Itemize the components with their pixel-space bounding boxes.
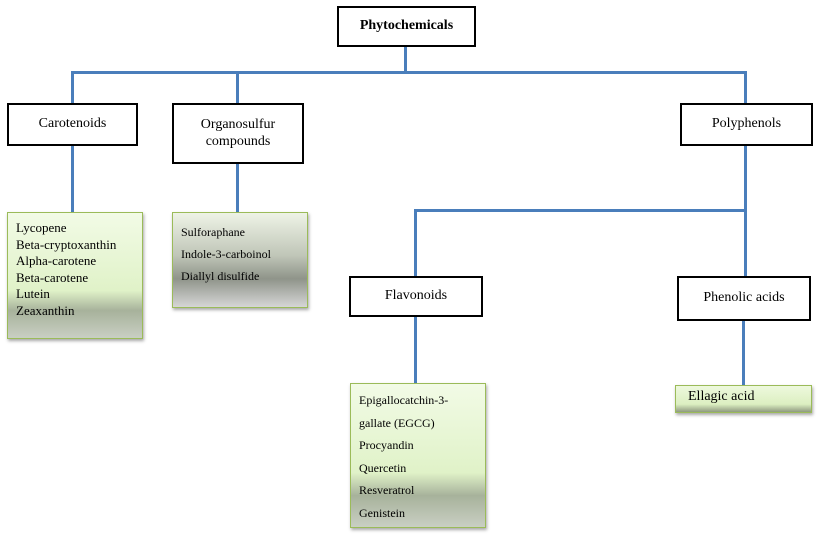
connector-level1-bar <box>71 71 747 74</box>
list-item: gallate (EGCG) <box>359 415 435 430</box>
list-item: Epigallocatchin-3- <box>359 393 449 407</box>
connector-level2-bar <box>414 209 747 212</box>
connector-polyphenols <box>744 71 747 104</box>
list-item: Resveratrol <box>359 483 415 497</box>
connector-organosulfur <box>236 71 239 104</box>
phenolic-acids-label: Phenolic acids <box>703 290 785 306</box>
flavonoids-list: Epigallocatchin-3- gallate (EGCG) Procya… <box>350 383 486 528</box>
connector-carotenoids-list <box>71 145 74 213</box>
connector-flavonoids-list <box>414 316 417 384</box>
node-flavonoids: Flavonoids <box>349 276 483 317</box>
carotenoids-label: Carotenoids <box>38 116 107 132</box>
list-item: Sulforaphane <box>181 225 245 239</box>
list-item: Genistein <box>359 505 405 520</box>
connector-organosulfur-list <box>236 163 239 213</box>
list-item: Procyandin <box>359 438 414 452</box>
list-item: Zeaxanthin <box>16 302 75 318</box>
list-item: Lutein <box>16 286 50 301</box>
connector-polyphenols-down <box>744 145 747 212</box>
connector-phenolic-list <box>742 320 745 386</box>
node-polyphenols: Polyphenols <box>680 103 813 146</box>
root-node: Phytochemicals <box>337 6 476 47</box>
list-item: Indole-3-carboinol <box>181 247 271 261</box>
organosulfur-list: Sulforaphane Indole-3-carboinol Diallyl … <box>172 212 308 308</box>
list-item: Ellagic acid <box>688 389 755 404</box>
root-label: Phytochemicals <box>359 18 454 34</box>
connector-root <box>404 46 407 73</box>
flavonoids-label: Flavonoids <box>384 288 448 304</box>
connector-carotenoids <box>71 71 74 104</box>
node-phenolic-acids: Phenolic acids <box>677 276 811 321</box>
node-carotenoids: Carotenoids <box>7 103 138 146</box>
phenolic-acids-list: Ellagic acid <box>675 385 812 413</box>
list-item: Lycopene <box>16 220 67 235</box>
list-item: Quercetin <box>359 460 407 475</box>
list-item: Alpha-carotene <box>16 253 97 268</box>
carotenoids-list: Lycopene Beta-cryptoxanthin Alpha-carote… <box>7 212 143 339</box>
list-item: Beta-cryptoxanthin <box>16 236 117 252</box>
connector-flavonoids <box>414 209 417 277</box>
list-item: Diallyl disulfide <box>181 269 260 283</box>
node-organosulfur: Organosulfur compounds <box>172 103 304 164</box>
polyphenols-label: Polyphenols <box>711 116 782 132</box>
list-item: Beta-carotene <box>16 269 89 285</box>
organosulfur-label: Organosulfur compounds <box>200 116 276 149</box>
connector-phenolic <box>744 209 747 277</box>
